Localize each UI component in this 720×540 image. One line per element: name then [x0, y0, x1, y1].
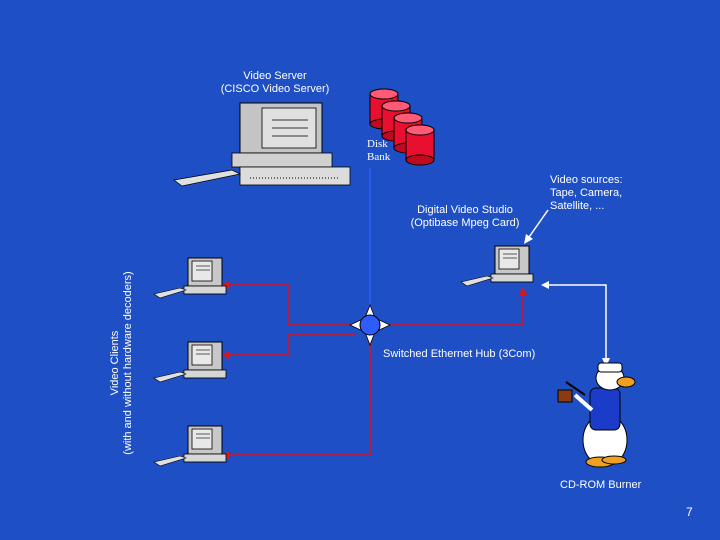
page-number: 7 — [686, 505, 693, 519]
server-subtitle: (CISCO Video Server) — [220, 83, 330, 95]
server-label: Video Server (CISCO Video Server) — [205, 70, 345, 96]
clients-line1: Video Clients — [109, 330, 121, 396]
cd-burner-mascot-icon — [557, 362, 636, 468]
client-computer-3 — [153, 425, 227, 467]
studio-computer — [460, 245, 534, 287]
sources-line3: Satellite, ... — [550, 200, 605, 212]
disk-bank-line2: Bank — [367, 151, 391, 163]
hub-icon — [349, 303, 391, 347]
clients-line2: (with and without hardware decoders) — [122, 271, 134, 455]
client-computer-1 — [153, 257, 227, 299]
studio-label: Digital Video Studio (Optibase Mpeg Card… — [400, 204, 530, 230]
client-links — [228, 284, 524, 456]
server-title: Video Server — [243, 70, 307, 82]
burner-label: CD-ROM Burner — [560, 479, 642, 491]
sources-line1: Video sources: — [550, 174, 623, 186]
client-computer-2 — [153, 341, 227, 383]
clients-label: Video Clients (with and without hardware… — [109, 218, 135, 508]
sources-line2: Tape, Camera, — [550, 187, 623, 199]
sources-label: Video sources: Tape, Camera, Satellite, … — [550, 174, 623, 213]
hub-label: Switched Ethernet Hub (3Com) — [383, 348, 536, 360]
studio-title: Digital Video Studio — [417, 204, 513, 216]
disk-bank-line1: Disk — [367, 138, 388, 150]
server-computer — [173, 102, 351, 187]
disk-bank-label: Disk Bank — [367, 138, 390, 164]
studio-subtitle: (Optibase Mpeg Card) — [410, 217, 520, 229]
client-link-arrows — [222, 281, 527, 459]
source-links — [526, 209, 607, 362]
